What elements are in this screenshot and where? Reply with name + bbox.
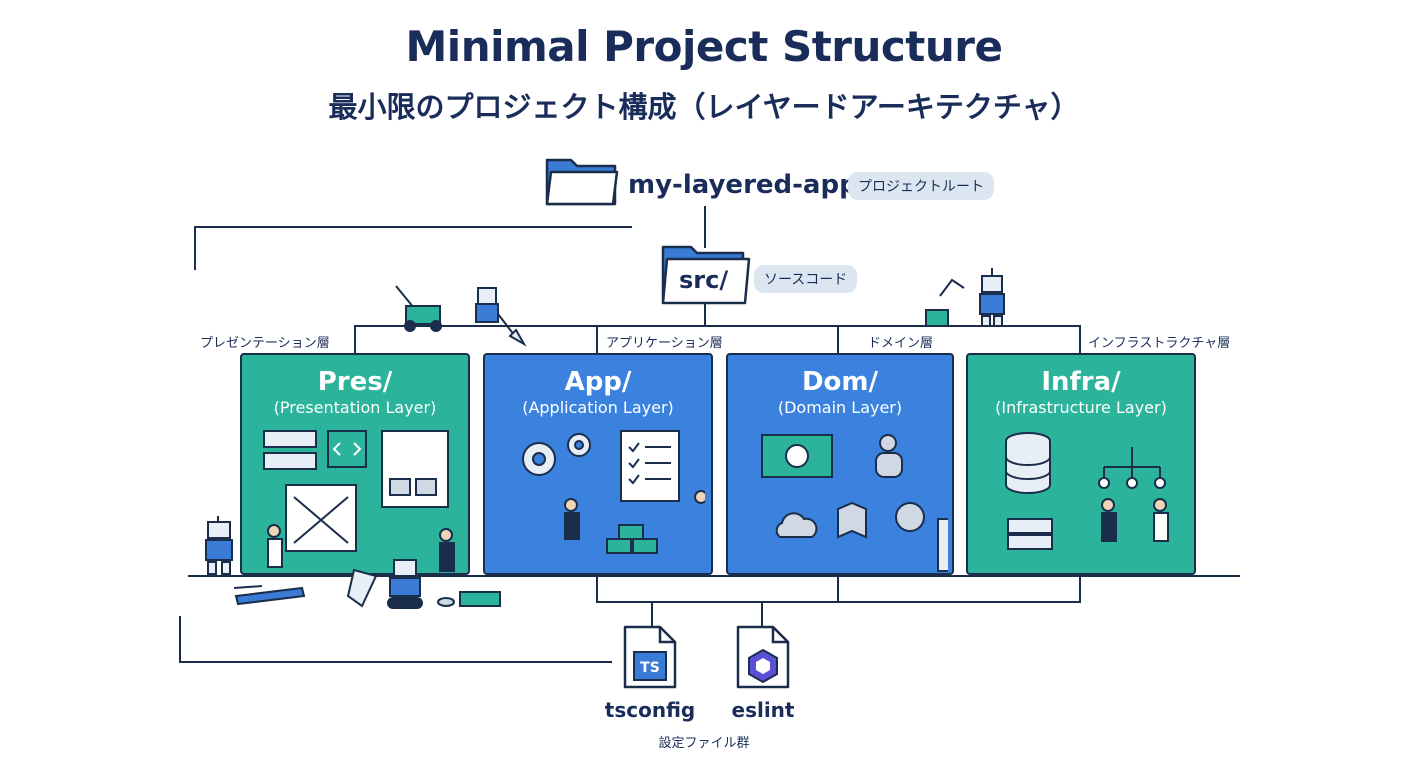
panel-subtitle-app: (Application Layer): [522, 398, 674, 417]
wireframe-icon: [263, 430, 455, 572]
database-icon: [1005, 432, 1169, 550]
folder-icon: [545, 158, 619, 206]
config-group-label: 設定ファイル群: [658, 736, 750, 751]
gear-icon: [522, 430, 705, 554]
layer-bus-top: [354, 325, 1081, 353]
panel-title-app: App/: [564, 367, 632, 397]
layer-panel-app: App/ (Application Layer): [483, 353, 713, 575]
ts-badge: TS: [640, 660, 660, 676]
panel-title-dom: Dom/: [801, 367, 879, 397]
config-bracket: [179, 616, 612, 663]
root-folder-name: my-layered-app/: [628, 170, 868, 200]
typescript-file-icon: [623, 625, 677, 689]
robot-icon: [925, 268, 1005, 327]
panel-subtitle-pres: (Presentation Layer): [273, 398, 437, 417]
eslint-label: eslint: [731, 698, 795, 722]
root-bracket-top: [194, 226, 632, 270]
money-icon: [761, 434, 948, 572]
layer-panel-infra: Infra/ (Infrastructure Layer): [966, 353, 1196, 575]
root-tag: プロジェクトルート: [848, 172, 994, 200]
panel-subtitle-dom: (Domain Layer): [777, 398, 903, 417]
layer-panel-dom: Dom/ (Domain Layer): [726, 353, 954, 575]
page-title: Minimal Project Structure: [405, 22, 1003, 71]
src-folder-name: src/: [679, 266, 729, 294]
layer-label-infra: インフラストラクチャ層: [1088, 336, 1231, 351]
page-subtitle: 最小限のプロジェクト構成（レイヤードアーキテクチャ）: [328, 90, 1080, 124]
layer-panel-pres: Pres/ (Presentation Layer): [240, 353, 470, 575]
eslint-file-icon: [736, 625, 790, 689]
src-tag: ソースコード: [754, 265, 858, 293]
robot-icon: [205, 516, 501, 609]
layer-label-pres: プレゼンテーション層: [200, 336, 330, 351]
panel-title-pres: Pres/: [317, 367, 393, 397]
layer-label-dom: ドメイン層: [868, 336, 934, 351]
lawnmower-icon: [395, 285, 527, 347]
folder-icon: [661, 245, 751, 305]
panel-title-infra: Infra/: [1041, 367, 1121, 397]
layer-label-app: アプリケーション層: [606, 336, 723, 351]
panel-subtitle-infra: (Infrastructure Layer): [995, 398, 1167, 417]
tsconfig-label: tsconfig: [604, 698, 696, 722]
